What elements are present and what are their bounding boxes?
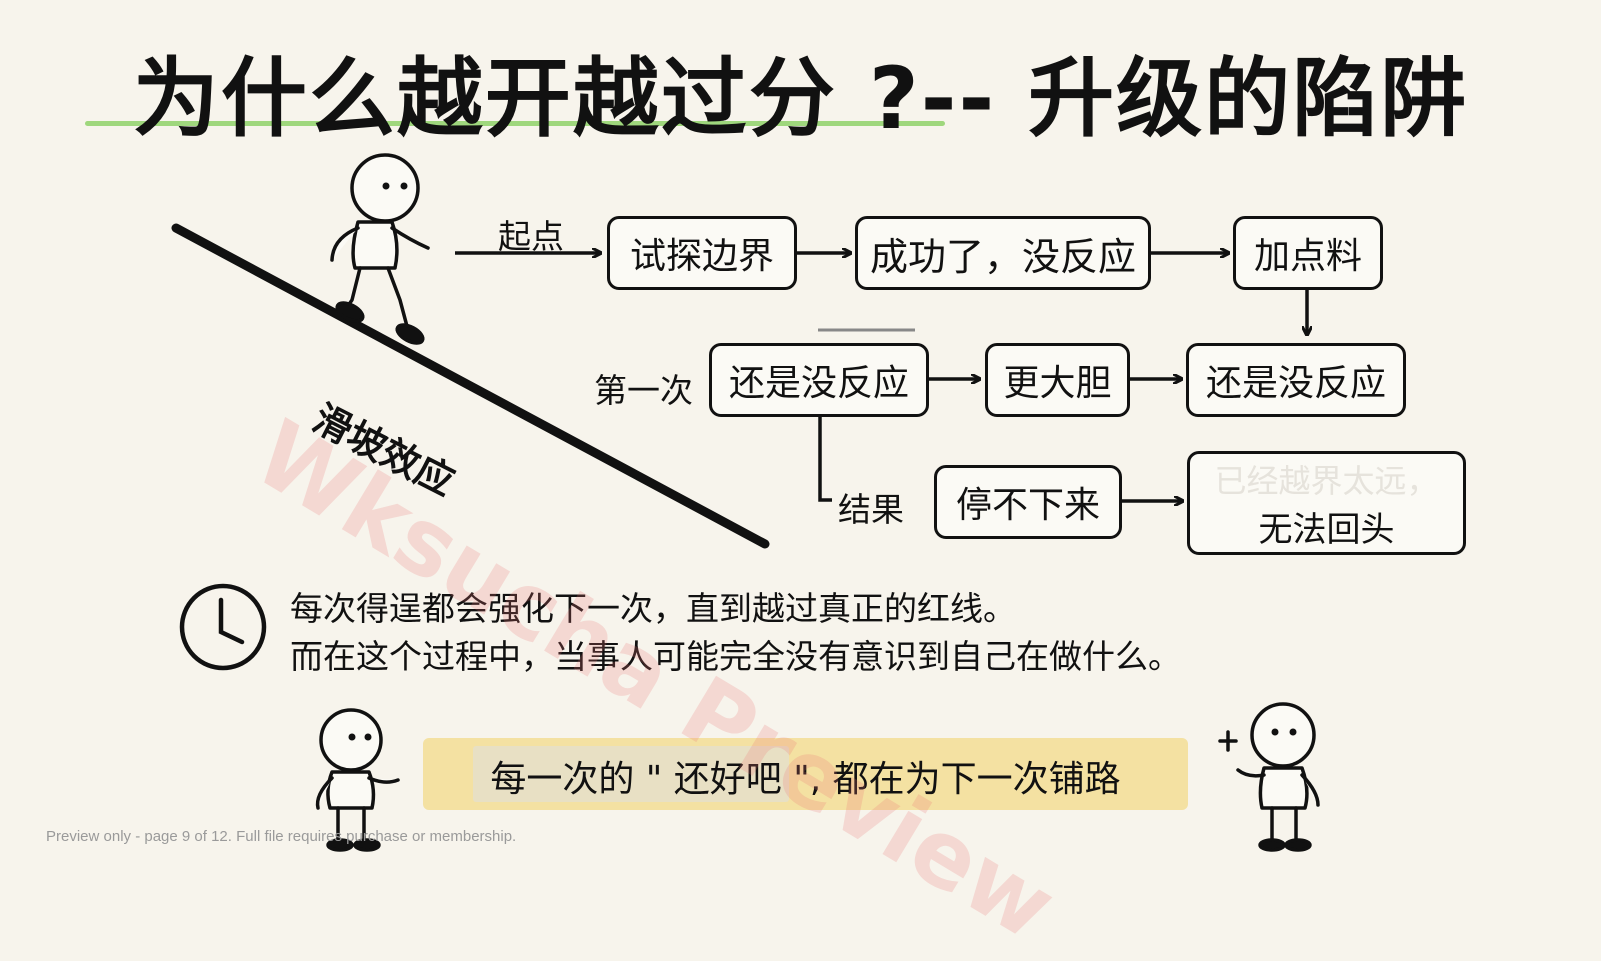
box-still-no-reaction-2: 还是没反应 <box>1186 343 1406 417</box>
box-still-no-reaction-1: 还是没反应 <box>709 343 929 417</box>
box-bolder: 更大胆 <box>985 343 1130 417</box>
page-title: 为什么越开越过分 ?-- 升级的陷阱 <box>132 49 1469 149</box>
start-label: 起点 <box>498 217 564 256</box>
too-far-faded-text: 已经越界太远， <box>1214 461 1439 500</box>
diagram-drawing <box>171 153 1320 852</box>
description-line-2: 而在这个过程中，当事人可能完全没有意识到自己在做什么。 <box>290 637 1181 676</box>
slope-line <box>171 223 770 549</box>
first-time-label: 第一次 <box>594 371 693 410</box>
description-line-1: 每次得逞都会强化下一次，直到越过真正的红线。 <box>290 589 1016 628</box>
title-underline <box>85 121 945 126</box>
pointing-person-icon <box>1218 702 1320 852</box>
walking-person-icon <box>330 153 430 345</box>
box-add-more: 加点料 <box>1233 216 1383 290</box>
preview-footer: Preview only - page 9 of 12. Full file r… <box>46 828 517 845</box>
result-label: 结果 <box>838 490 904 529</box>
highlight-text: 每一次的 " 还好吧 ", 都在为下一次铺路 <box>490 759 1121 800</box>
box-no-return: 已经越界太远， 无法回头 <box>1187 451 1466 555</box>
box-cant-stop: 停不下来 <box>934 465 1122 539</box>
no-return-text: 无法回头 <box>1258 509 1395 550</box>
clock-icon <box>179 583 267 671</box>
box-probe-boundary: 试探边界 <box>607 216 797 290</box>
standing-person-icon <box>315 708 400 852</box>
highlight-inner-shade <box>473 746 789 802</box>
box-success-no-reaction: 成功了，没反应 <box>855 216 1151 290</box>
